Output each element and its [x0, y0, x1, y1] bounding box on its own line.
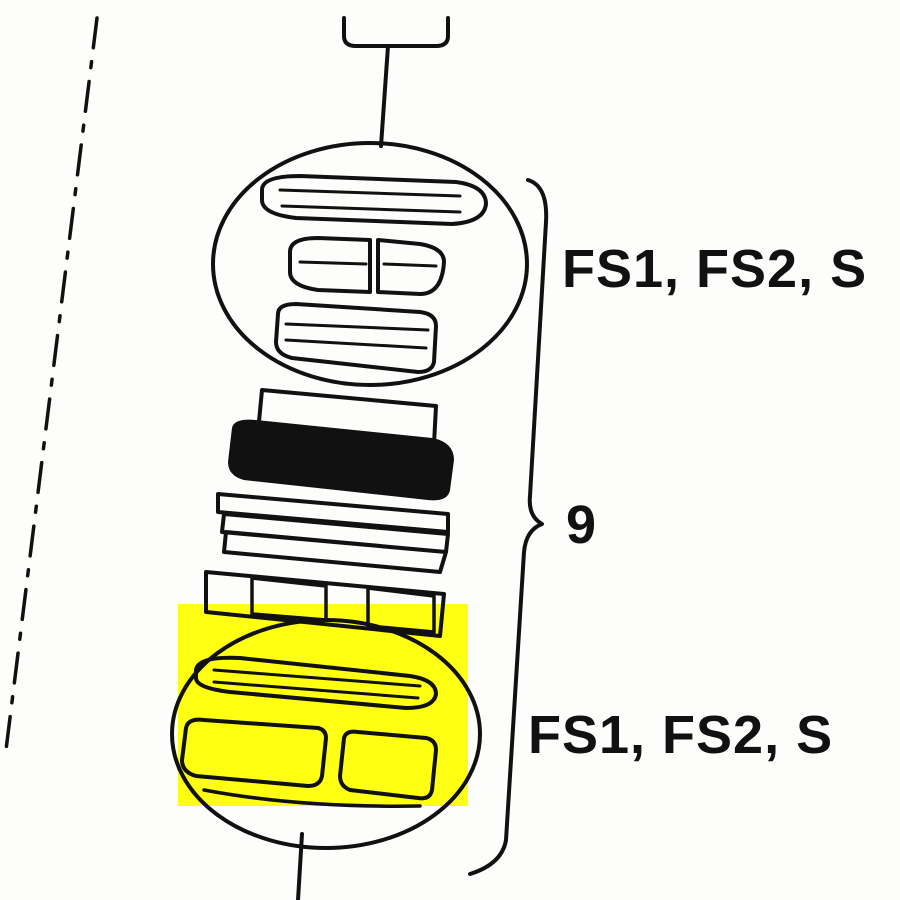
- o-ring-band: [228, 419, 454, 501]
- leader-line-bottom: [296, 832, 304, 900]
- upper-seal-detail-circle: [211, 141, 529, 387]
- backup-ring-s-lower-right: [338, 729, 438, 801]
- assembly-number-label: 9: [566, 495, 598, 555]
- seal-ring-fs1-upper: [260, 174, 488, 226]
- seal-kit-label-lower: FS1, FS2, S: [528, 705, 834, 765]
- seal-kit-label-upper: FS1, FS2, S: [562, 239, 868, 299]
- assembly-brace: [468, 178, 549, 876]
- backup-ring-s-lower-left: [180, 717, 328, 788]
- center-axis-line: [4, 16, 99, 752]
- seal-ring-fs1-lower: [194, 655, 438, 710]
- backup-ring-s-upper: [274, 302, 438, 374]
- leader-line-top: [379, 44, 390, 148]
- upper-part-fragment: [342, 16, 450, 48]
- hex-nut: [204, 570, 446, 638]
- thread-section: [216, 492, 450, 574]
- lower-seal-detail-circle: [170, 618, 482, 850]
- split-ring-fs2-upper: [288, 236, 446, 296]
